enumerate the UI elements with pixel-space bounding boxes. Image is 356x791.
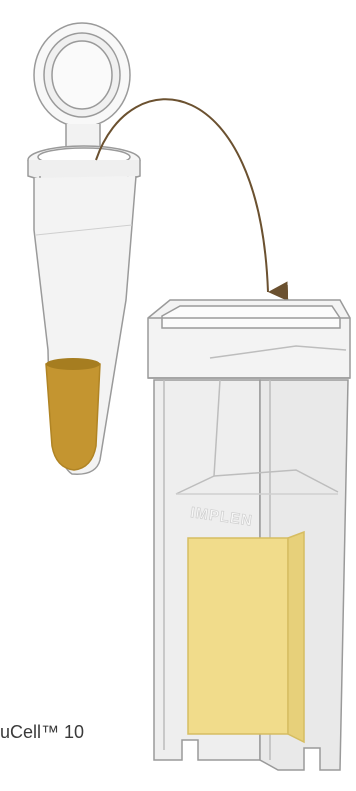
microcentrifuge-tube: [28, 23, 140, 474]
tube-lid: [34, 23, 130, 150]
cuvette: IMPLEN: [148, 300, 350, 770]
cuvette-sample-liquid: [188, 538, 288, 734]
tube-sample-liquid: [46, 360, 100, 470]
cuvette-caption: uCell™ 10: [0, 722, 84, 743]
